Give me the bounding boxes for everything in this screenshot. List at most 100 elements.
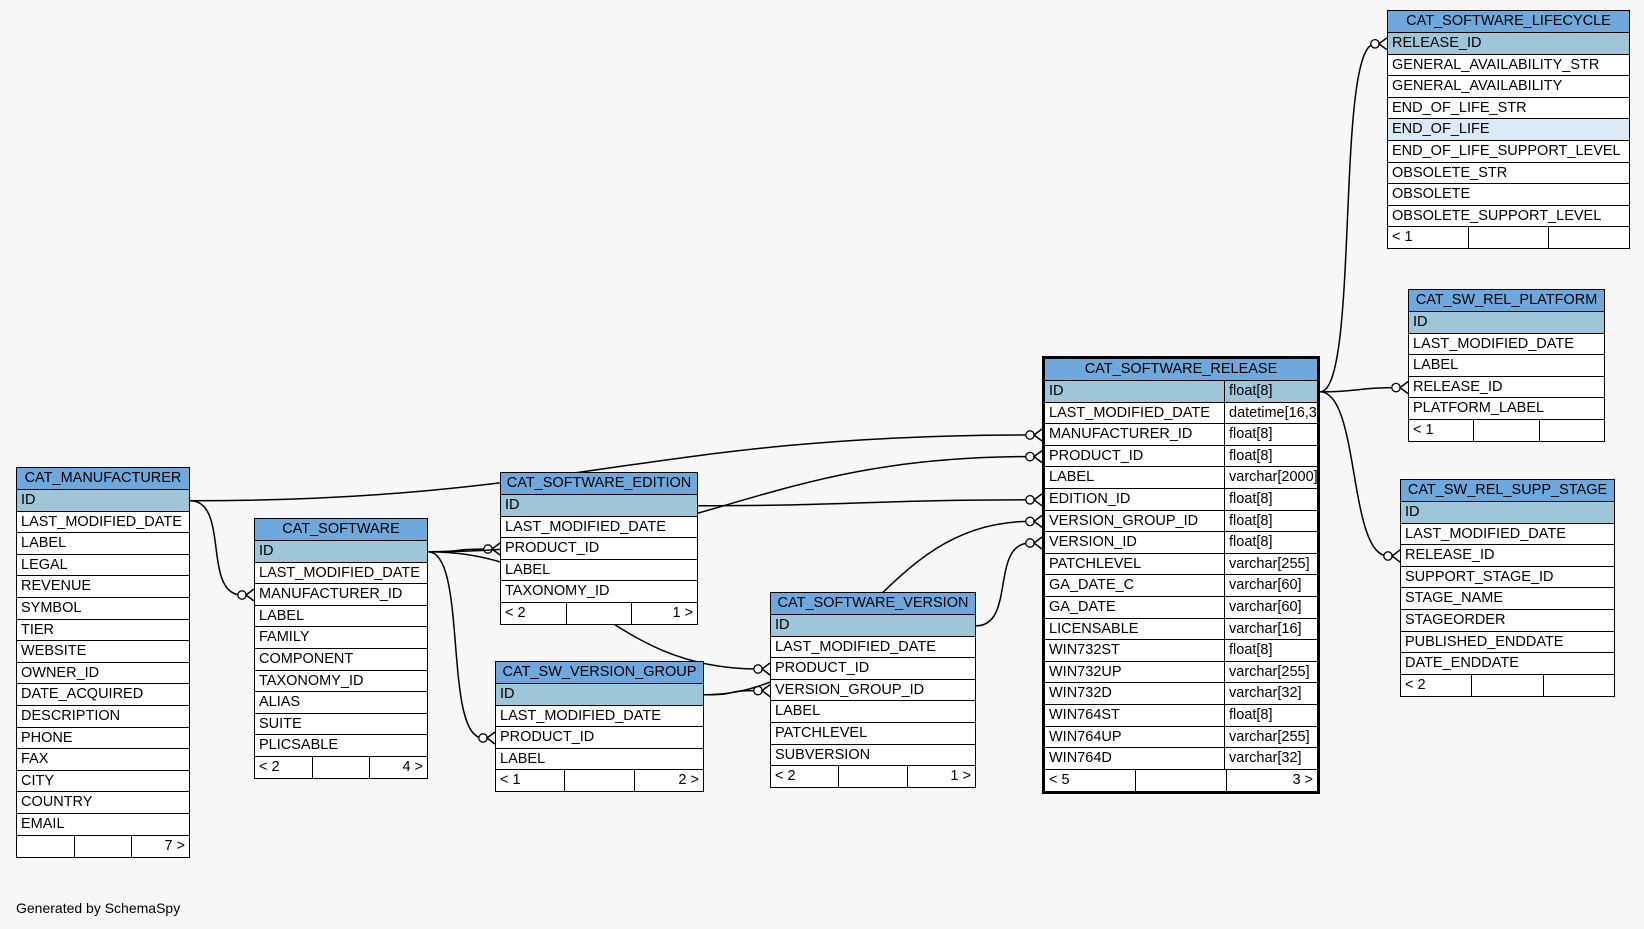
column-row[interactable]: SUPPORT_STAGE_ID	[1401, 567, 1614, 589]
column-row[interactable]: DATE_ENDDATE	[1401, 653, 1614, 675]
column-row[interactable]: GENERAL_AVAILABILITY_STR	[1388, 55, 1629, 77]
column-row[interactable]: ID	[255, 541, 427, 563]
parents-count[interactable]: < 1	[1392, 229, 1413, 246]
footer-cell[interactable]	[1467, 227, 1549, 249]
column-row[interactable]: TAXONOMY_ID	[255, 671, 427, 693]
column-row[interactable]: END_OF_LIFE_SUPPORT_LEVEL	[1388, 141, 1629, 163]
column-row[interactable]: MANUFACTURER_ID	[255, 584, 427, 606]
footer-cell[interactable]	[564, 770, 633, 792]
table-title[interactable]: CAT_SOFTWARE_EDITION	[501, 473, 697, 495]
column-row[interactable]: LAST_MODIFIED_DATE	[255, 563, 427, 585]
column-row[interactable]: PRODUCT_ID	[496, 727, 703, 749]
children-count[interactable]	[1548, 227, 1629, 249]
column-row[interactable]: OBSOLETE_STR	[1388, 163, 1629, 185]
children-count[interactable]	[1542, 674, 1614, 696]
column-row[interactable]: ID	[501, 495, 697, 517]
column-row[interactable]: SUITE	[255, 714, 427, 736]
column-row[interactable]: ID	[771, 615, 975, 637]
column-row[interactable]: PRODUCT_ID	[501, 538, 697, 560]
column-row[interactable]: LEGAL	[17, 555, 189, 577]
children-count[interactable]: 1 >	[906, 766, 975, 788]
children-count[interactable]: 1 >	[631, 602, 697, 624]
column-row[interactable]: PRODUCT_ID	[771, 658, 975, 680]
column-row[interactable]: PUBLISHED_ENDDATE	[1401, 632, 1614, 654]
table-title[interactable]: CAT_SOFTWARE_VERSION	[771, 593, 975, 615]
children-count[interactable]: 2 >	[633, 770, 703, 792]
children-count[interactable]: 4 >	[369, 756, 427, 778]
column-row[interactable]: RELEASE_ID	[1401, 545, 1614, 567]
column-row[interactable]: LAST_MODIFIED_DATE	[501, 517, 697, 539]
column-row[interactable]: END_OF_LIFE	[1388, 119, 1629, 141]
footer-cell[interactable]	[838, 766, 906, 788]
column-row[interactable]: COMPONENT	[255, 649, 427, 671]
table-title[interactable]: CAT_SOFTWARE	[255, 519, 427, 541]
parents-count[interactable]: < 2	[775, 768, 796, 785]
footer-cell[interactable]	[1135, 769, 1226, 791]
column-row[interactable]: LAST_MODIFIED_DATE	[771, 637, 975, 659]
footer-cell[interactable]	[1473, 419, 1538, 441]
column-row[interactable]: LABEL	[1409, 355, 1604, 377]
column-row[interactable]: RELEASE_ID	[1388, 33, 1629, 55]
column-row[interactable]: OBSOLETE_SUPPORT_LEVEL	[1388, 206, 1629, 228]
children-count[interactable]	[1538, 419, 1604, 441]
column-row[interactable]: OBSOLETE	[1388, 184, 1629, 206]
parents-count[interactable]: < 1	[500, 772, 521, 789]
column-row[interactable]: LABEL	[255, 606, 427, 628]
column-row[interactable]: SYMBOL	[17, 598, 189, 620]
column-row[interactable]: COUNTRY	[17, 792, 189, 814]
table-title[interactable]: CAT_SW_REL_PLATFORM	[1409, 290, 1604, 312]
column-row[interactable]: STAGEORDER	[1401, 610, 1614, 632]
column-row[interactable]: ID	[17, 490, 189, 512]
column-row[interactable]: FAX	[17, 749, 189, 771]
column-row[interactable]: STAGE_NAME	[1401, 588, 1614, 610]
column-row[interactable]: LAST_MODIFIED_DATE	[1409, 334, 1604, 356]
column-row[interactable]: ID	[1401, 502, 1614, 524]
column-row[interactable]: CITY	[17, 771, 189, 793]
parents-count[interactable]: < 2	[1405, 676, 1426, 693]
column-row[interactable]: LAST_MODIFIED_DATE	[496, 706, 703, 728]
column-row[interactable]: LABEL	[17, 533, 189, 555]
column-row[interactable]: PATCHLEVEL	[771, 723, 975, 745]
column-row[interactable]: DESCRIPTION	[17, 706, 189, 728]
column-row[interactable]: REVENUE	[17, 576, 189, 598]
table-title[interactable]: CAT_SOFTWARE_RELEASE	[1045, 359, 1317, 381]
column-row[interactable]: PHONE	[17, 728, 189, 750]
parents-count[interactable]: < 5	[1049, 771, 1070, 788]
table-title[interactable]: CAT_MANUFACTURER	[17, 468, 189, 490]
column-row[interactable]: RELEASE_ID	[1409, 377, 1604, 399]
children-count[interactable]: 3 >	[1226, 769, 1317, 791]
footer-cell[interactable]	[1471, 674, 1542, 696]
parents-count[interactable]: < 2	[505, 604, 526, 621]
column-row[interactable]: PLICSABLE	[255, 735, 427, 757]
column-row[interactable]: LABEL	[771, 701, 975, 723]
table-title[interactable]: CAT_SW_VERSION_GROUP	[496, 662, 703, 684]
parents-count[interactable]: < 2	[259, 758, 280, 775]
column-row[interactable]: END_OF_LIFE_STR	[1388, 98, 1629, 120]
column-row[interactable]: TIER	[17, 620, 189, 642]
column-row[interactable]: LABEL	[501, 560, 697, 582]
footer-cell[interactable]	[73, 835, 132, 857]
